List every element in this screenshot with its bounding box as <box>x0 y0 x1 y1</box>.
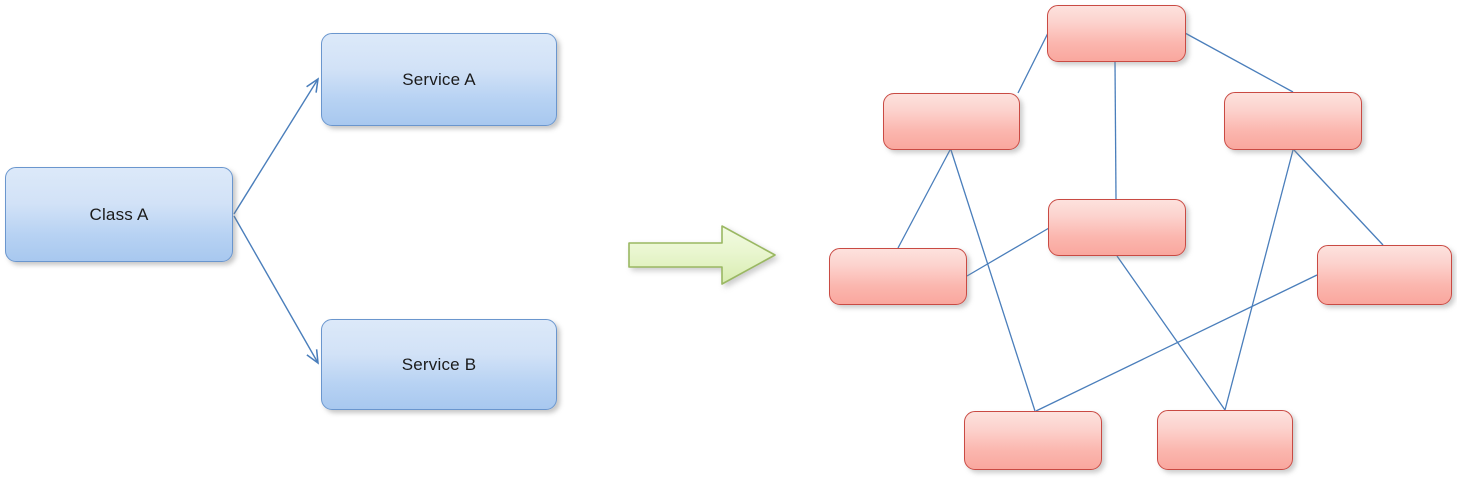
edge-center-bottomright <box>1116 255 1226 411</box>
edge-top-upperright <box>1184 32 1294 93</box>
node-upper-right[interactable] <box>1224 92 1362 150</box>
left-diagram-arrows <box>233 77 320 365</box>
node-upper-left[interactable] <box>883 93 1020 150</box>
edge-upperleft-middleleft <box>897 149 951 249</box>
edge-top-upperleft <box>1017 32 1049 94</box>
transform-arrow <box>628 225 776 285</box>
edge-middleleft-center <box>966 227 1050 277</box>
arrow-class-a-to-service-b <box>233 215 319 365</box>
arrow-class-a-to-service-a <box>233 77 320 215</box>
transform-arrow-shape <box>628 225 776 285</box>
edge-top-center <box>1114 61 1117 200</box>
node-service-a-label: Service A <box>402 69 476 89</box>
node-service-b-label: Service B <box>401 354 477 374</box>
node-middle-right[interactable] <box>1317 245 1452 305</box>
edge-upperright-middleright <box>1293 149 1384 246</box>
node-bottom-right[interactable] <box>1157 410 1293 470</box>
node-service-b[interactable]: Service B <box>321 319 557 410</box>
node-bottom-left[interactable] <box>964 411 1102 470</box>
node-class-a-label: Class A <box>89 204 149 224</box>
edge-upperright-bottomright <box>1224 149 1294 411</box>
edge-middleright-bottomleft <box>1035 274 1318 412</box>
node-center[interactable] <box>1048 199 1186 256</box>
node-middle-left[interactable] <box>829 248 967 305</box>
node-top[interactable] <box>1047 5 1186 62</box>
node-class-a[interactable]: Class A <box>5 167 233 262</box>
node-service-a[interactable]: Service A <box>321 33 557 126</box>
